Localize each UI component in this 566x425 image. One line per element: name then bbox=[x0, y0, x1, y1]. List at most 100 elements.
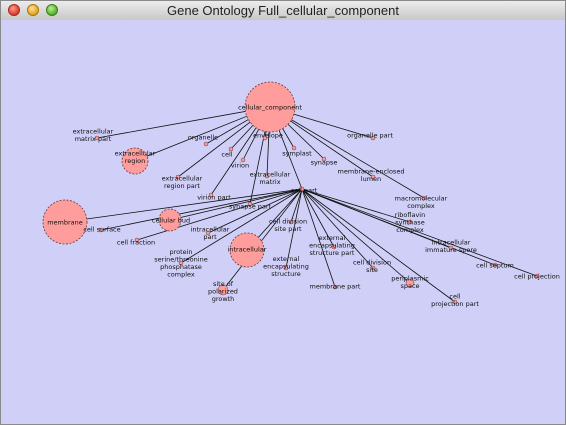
title-bar[interactable]: Gene Ontology Full_cellular_component bbox=[1, 1, 565, 21]
node-cell_fraction[interactable] bbox=[134, 237, 140, 243]
node-label-line: lumen bbox=[361, 175, 381, 183]
node-label-line: site part bbox=[274, 225, 302, 233]
node-label-line: space bbox=[400, 282, 419, 290]
node-external_encapsulating_structure_part[interactable] bbox=[331, 244, 337, 250]
node-extracellular_matrix_part[interactable] bbox=[94, 135, 100, 141]
node-periplasmic_space[interactable] bbox=[405, 278, 415, 288]
node-label-line: phosphatase bbox=[160, 263, 202, 271]
node-organelle[interactable] bbox=[203, 141, 209, 147]
node-intracellular_immature_spore[interactable] bbox=[448, 245, 454, 251]
node-label-line: complex bbox=[167, 271, 195, 279]
edge-cell_part-membrane_part bbox=[301, 188, 336, 288]
node-label-line: matrix bbox=[259, 178, 280, 186]
node-site_of_polarized_growth[interactable] bbox=[217, 284, 229, 296]
node-label-line: structure bbox=[271, 270, 301, 278]
node-symplast[interactable] bbox=[291, 145, 297, 151]
edge-cell_part-membrane bbox=[64, 188, 303, 223]
node-cell_projection_part[interactable] bbox=[452, 299, 458, 305]
node-intracellular_part[interactable] bbox=[205, 230, 211, 236]
node-label-line: cell bbox=[449, 293, 460, 301]
node-extracellular_matrix[interactable] bbox=[264, 173, 270, 179]
edge-cell_part-external_encapsulating_structure_part bbox=[301, 188, 335, 248]
node-label-line: cellular_component bbox=[238, 103, 302, 111]
node-cell_septum[interactable] bbox=[492, 262, 498, 268]
node-riboflavin_synthase_complex[interactable] bbox=[407, 219, 413, 225]
node-cell_part[interactable] bbox=[299, 186, 305, 192]
node-protein_serine_threonine_phosphatase_complex[interactable] bbox=[178, 260, 184, 266]
node-label-line: envelope bbox=[253, 131, 283, 139]
node-extracellular_region_part[interactable] bbox=[175, 174, 181, 180]
maximize-button[interactable] bbox=[46, 4, 58, 16]
node-cell_division_site[interactable] bbox=[370, 265, 376, 271]
node-label-line: intracellular bbox=[191, 226, 230, 234]
edge-cell_part-protein_serine_threonine_phosphatase_complex bbox=[180, 188, 303, 264]
node-membrane[interactable] bbox=[42, 199, 88, 245]
graph-edges bbox=[64, 106, 538, 303]
node-label-line: structure part bbox=[310, 249, 355, 257]
node-label-membrane: membrane bbox=[47, 218, 83, 226]
node-label-line: membrane bbox=[47, 218, 83, 226]
node-label-line: extracellular bbox=[162, 175, 203, 183]
node-label-synapse: synapse bbox=[311, 158, 338, 166]
node-label-line: cell part bbox=[291, 186, 318, 194]
edge-cell_part-cell_division_site bbox=[301, 188, 374, 269]
node-cellular_component[interactable] bbox=[244, 81, 296, 133]
node-label-line: extracellular bbox=[250, 171, 291, 179]
node-label-line: serine/threonine bbox=[154, 256, 207, 264]
node-label-line: riboflavin bbox=[395, 211, 425, 219]
node-extracellular_region[interactable] bbox=[121, 147, 149, 175]
node-cellular_bud[interactable] bbox=[158, 208, 182, 232]
close-button[interactable] bbox=[8, 4, 20, 16]
node-virion[interactable] bbox=[240, 157, 246, 163]
node-label-line: complex bbox=[396, 226, 424, 234]
node-label-line: external bbox=[319, 234, 346, 242]
edge-cell_part-cell_projection_part bbox=[301, 188, 456, 303]
node-cell_division_site_part[interactable] bbox=[288, 219, 294, 225]
node-label-line: organelle part bbox=[347, 131, 393, 139]
node-label-line: extracellular bbox=[73, 128, 114, 136]
node-label-line: extracellular bbox=[115, 150, 156, 158]
node-cell_surface[interactable] bbox=[98, 227, 104, 233]
node-label-line: protein bbox=[169, 248, 192, 256]
node-label-line: encapsulating bbox=[263, 262, 309, 270]
node-external_encapsulating_structure[interactable] bbox=[283, 265, 289, 271]
node-membrane_enclosed_lumen[interactable] bbox=[370, 174, 376, 180]
node-label-intracellular: intracellular bbox=[228, 245, 267, 253]
node-synapse[interactable] bbox=[321, 156, 327, 162]
node-envelope[interactable] bbox=[262, 135, 268, 141]
node-intracellular[interactable] bbox=[229, 232, 265, 268]
node-label-line: virion part bbox=[197, 193, 231, 201]
node-label-line: external bbox=[273, 255, 300, 263]
edge-cell_part-cell_septum bbox=[301, 188, 496, 266]
node-virion_part[interactable] bbox=[208, 192, 214, 198]
graph-nodes bbox=[42, 81, 540, 305]
edge-cell_part-external_encapsulating_structure bbox=[285, 188, 303, 269]
node-label-cell_fraction: cell fraction bbox=[117, 238, 155, 246]
node-macromolecular_complex[interactable] bbox=[421, 195, 427, 201]
node-label-line: complex bbox=[407, 202, 435, 210]
node-label-virion_part: virion part bbox=[197, 193, 231, 201]
node-label-line: cellular bud bbox=[152, 216, 190, 224]
node-synapse_part[interactable] bbox=[247, 201, 253, 207]
edge-cell_part-cellular_bud bbox=[169, 188, 303, 221]
node-cell_projection[interactable] bbox=[534, 273, 540, 279]
node-cell[interactable] bbox=[228, 146, 234, 152]
node-membrane_part[interactable] bbox=[332, 284, 338, 290]
node-label-line: site of bbox=[213, 280, 234, 288]
node-organelle_part[interactable] bbox=[370, 135, 376, 141]
minimize-button[interactable] bbox=[27, 4, 39, 16]
node-label-cell_projection: cell projection bbox=[514, 272, 560, 280]
